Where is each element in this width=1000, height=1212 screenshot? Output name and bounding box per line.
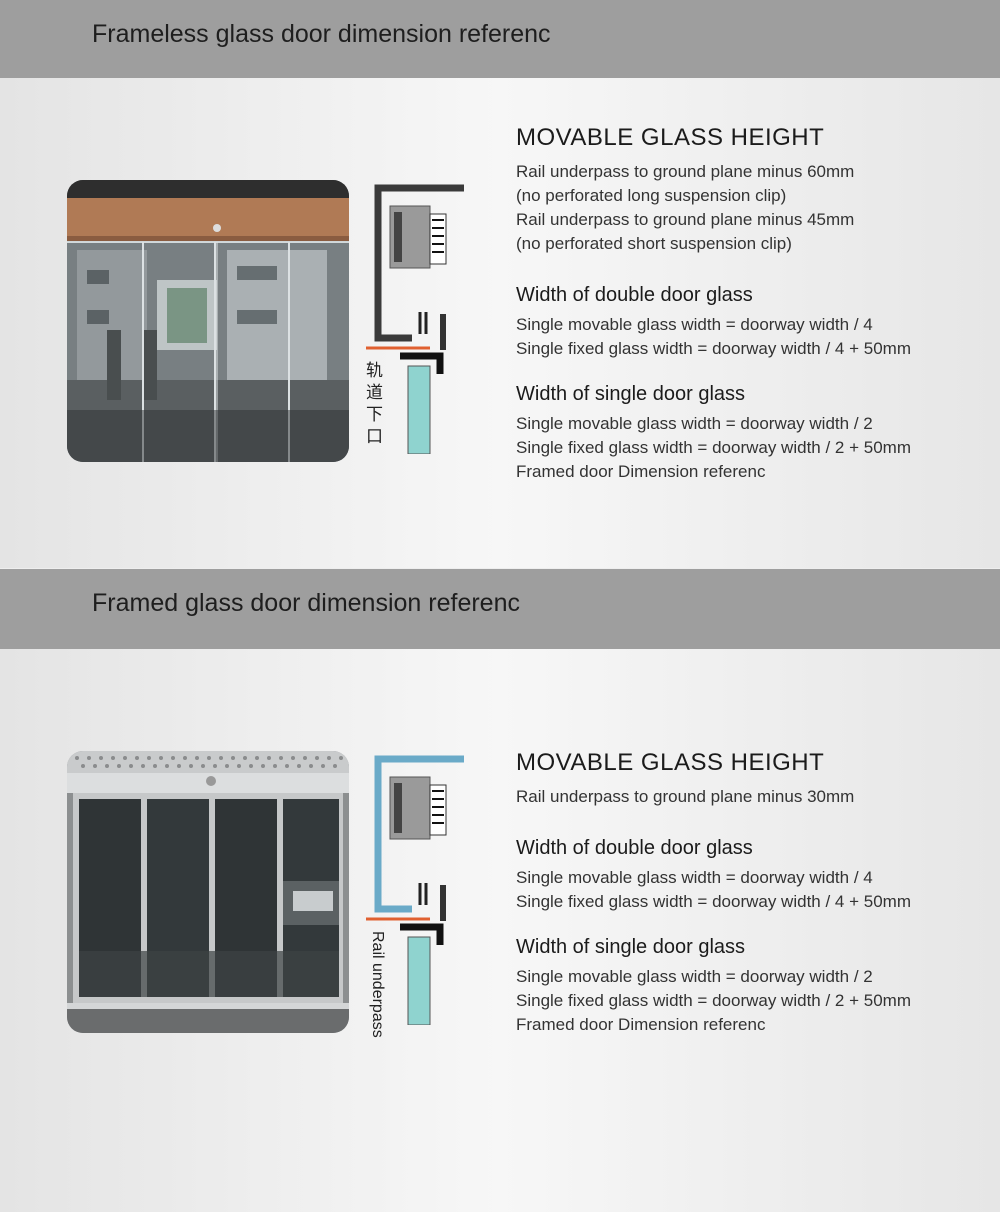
single-door-heading: Width of single door glass xyxy=(516,936,746,958)
frameless-spec-text: MOVABLE GLASS HEIGHT Rail underpass to g… xyxy=(516,124,986,484)
section2-header-band: Framed glass door dimension referenc xyxy=(0,569,1000,649)
section2-header-title: Framed glass door dimension referenc xyxy=(92,589,520,617)
section1-header-band: Frameless glass door dimension referenc xyxy=(0,0,1000,78)
single-door-line: Single movable glass width = doorway wid… xyxy=(516,967,873,986)
section2-panel: Rail underpass MOVABLE GLASS HEIGHT Rail… xyxy=(0,649,1000,1212)
single-door-heading: Width of single door glass xyxy=(516,383,746,405)
single-door-line: Framed door Dimension referenc xyxy=(516,1015,766,1034)
section1-header-title: Frameless glass door dimension referenc xyxy=(92,20,551,48)
framed-spec-text: MOVABLE GLASS HEIGHT Rail underpass to g… xyxy=(516,749,986,1037)
double-door-heading: Width of double door glass xyxy=(516,837,753,859)
height-line: Rail underpass to ground plane minus 30m… xyxy=(516,787,855,806)
double-door-heading: Width of double door glass xyxy=(516,284,753,306)
framed-diagram-label: Rail underpass xyxy=(369,931,386,1038)
framed-door-photo xyxy=(67,751,349,1033)
double-door-line: Single fixed glass width = doorway width… xyxy=(516,339,911,358)
frameless-diagram-label: 轨 道 下 口 xyxy=(366,361,383,446)
single-door-line: Single fixed glass width = doorway width… xyxy=(516,438,911,457)
frameless-rail-diagram xyxy=(366,184,464,454)
double-door-line: Single fixed glass width = doorway width… xyxy=(516,892,911,911)
height-line: (no perforated short suspension clip) xyxy=(516,234,792,253)
framed-rail-diagram xyxy=(366,755,464,1025)
single-door-line: Single fixed glass width = doorway width… xyxy=(516,991,911,1010)
movable-height-heading: MOVABLE GLASS HEIGHT xyxy=(516,749,825,776)
section1-panel: 轨 道 下 口 MOVABLE GLASS HEIGHT Rail underp… xyxy=(0,78,1000,568)
movable-height-heading: MOVABLE GLASS HEIGHT xyxy=(516,124,825,151)
double-door-line: Single movable glass width = doorway wid… xyxy=(516,315,873,334)
height-line: (no perforated long suspension clip) xyxy=(516,186,787,205)
height-line: Rail underpass to ground plane minus 60m… xyxy=(516,162,855,181)
single-door-line: Single movable glass width = doorway wid… xyxy=(516,414,873,433)
double-door-line: Single movable glass width = doorway wid… xyxy=(516,868,873,887)
single-door-line: Framed door Dimension referenc xyxy=(516,462,766,481)
frameless-door-photo xyxy=(67,180,349,462)
height-line: Rail underpass to ground plane minus 45m… xyxy=(516,210,855,229)
